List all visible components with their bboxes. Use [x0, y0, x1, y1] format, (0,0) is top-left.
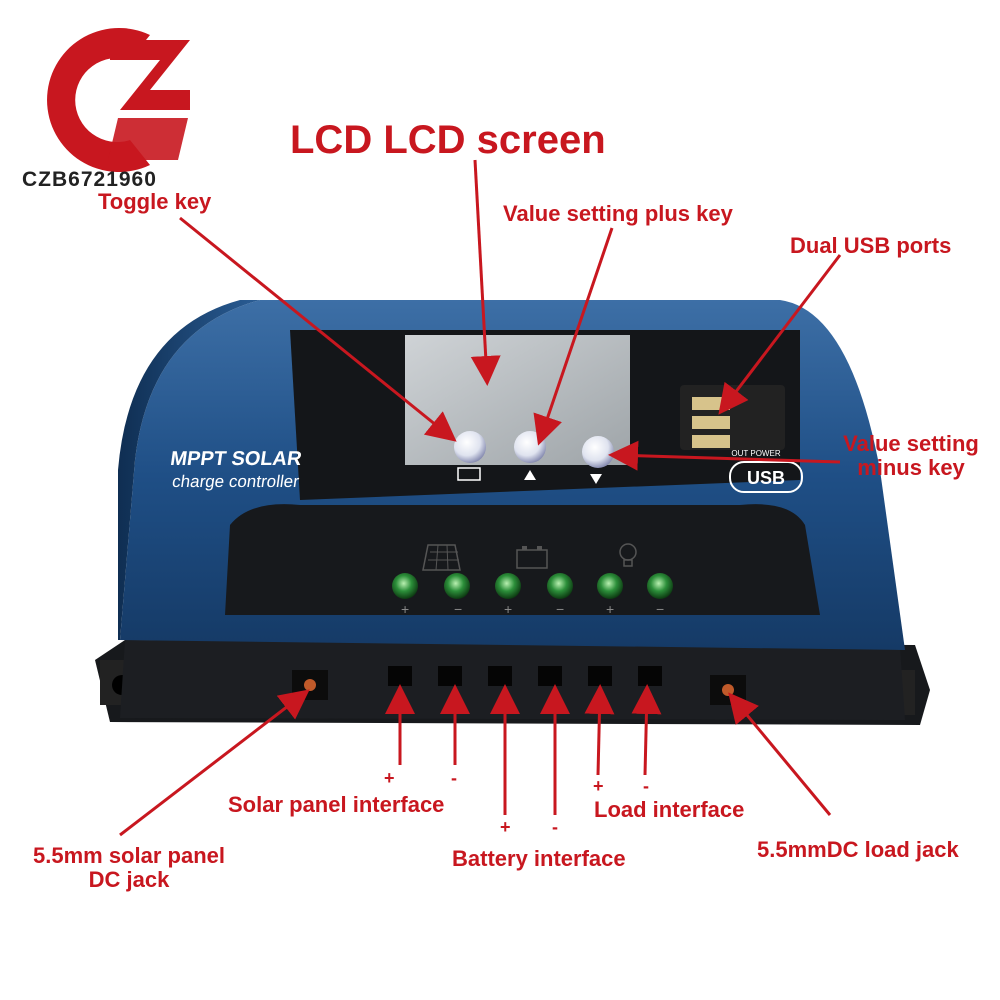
sign-load-minus: -: [643, 776, 649, 796]
load-minus-terminal: [647, 573, 673, 599]
arrow-load-plus: [584, 684, 615, 776]
svg-text:+: +: [401, 601, 409, 617]
label-solar-jack-line1: 5.5mm solar panel: [33, 843, 225, 868]
arrow-lcd: [470, 159, 501, 386]
logo-watermark-text: CZB6721960: [22, 168, 157, 191]
bulb-icon: [619, 543, 637, 567]
annotation-arrows: [119, 159, 842, 837]
svg-text:−: −: [454, 601, 462, 617]
arrow-usb-ports: [718, 254, 842, 415]
label-solar-interface: Solar panel interface: [228, 792, 445, 817]
label-solar-jack: 5.5mm solar panel DC jack: [14, 843, 244, 893]
svg-text:−: −: [656, 601, 664, 617]
brand-logo: [47, 27, 190, 172]
arrow-toggle-key: [179, 216, 457, 442]
load-dc-jack: [710, 675, 746, 705]
arrow-load-jack: [728, 692, 832, 816]
terminal-recess: [225, 504, 820, 615]
solar-plus-terminal: [392, 573, 418, 599]
brand-line1: MPPT SOLAR: [169, 448, 304, 470]
label-lcd-screen: LCD LCD screen: [290, 118, 606, 162]
sign-battery-plus: +: [500, 817, 511, 837]
label-usb-ports: Dual USB ports: [790, 233, 952, 258]
minus-key[interactable]: [582, 436, 614, 484]
label-minus-key: Value setting minus key: [836, 431, 986, 481]
label-minus-key-line2: minus key: [857, 455, 965, 481]
arrow-minus-key: [608, 440, 841, 471]
housing-left-side: [118, 300, 260, 640]
label-load-interface: Load interface: [594, 797, 745, 822]
svg-text:+: +: [606, 601, 614, 617]
arrow-plus-key: [533, 227, 614, 446]
battery-icon: [516, 546, 548, 569]
sign-load-plus: +: [593, 776, 604, 796]
svg-text:+: +: [504, 601, 512, 617]
brand-line2: charge controller: [171, 472, 301, 491]
terminal-polarity-marks: + − + − + −: [401, 601, 664, 617]
svg-text:−: −: [556, 601, 564, 617]
battery-plus-terminal: [495, 573, 521, 599]
charge-controller: MPPT SOLAR charge controller USB OUT POW…: [95, 300, 930, 725]
sign-solar-plus: +: [384, 768, 395, 788]
usb-badge-label: USB: [747, 468, 785, 488]
arrow-load-minus: [631, 684, 662, 776]
sign-battery-minus: -: [552, 817, 558, 837]
usb-badge-outline: [729, 461, 803, 493]
label-minus-key-line1: Value setting: [843, 431, 979, 456]
sign-solar-minus: -: [451, 768, 457, 788]
label-toggle-key: Toggle key: [98, 189, 212, 214]
terminal-screws: [392, 573, 673, 599]
usb-mini-label: OUT POWER: [731, 449, 780, 458]
solar-dc-jack: [292, 670, 328, 700]
label-load-jack: 5.5mmDC load jack: [757, 837, 959, 862]
solar-minus-terminal: [444, 573, 470, 599]
load-plus-terminal: [597, 573, 623, 599]
arrow-solar-jack: [119, 689, 310, 837]
wire-slots: [388, 666, 662, 686]
label-plus-key: Value setting plus key: [503, 201, 733, 226]
label-solar-jack-line2: DC jack: [88, 867, 170, 893]
label-battery-interface: Battery interface: [452, 846, 626, 871]
battery-minus-terminal: [547, 573, 573, 599]
solar-panel-icon: [422, 544, 461, 571]
toggle-key[interactable]: [454, 431, 486, 481]
front-panel: [120, 640, 905, 720]
